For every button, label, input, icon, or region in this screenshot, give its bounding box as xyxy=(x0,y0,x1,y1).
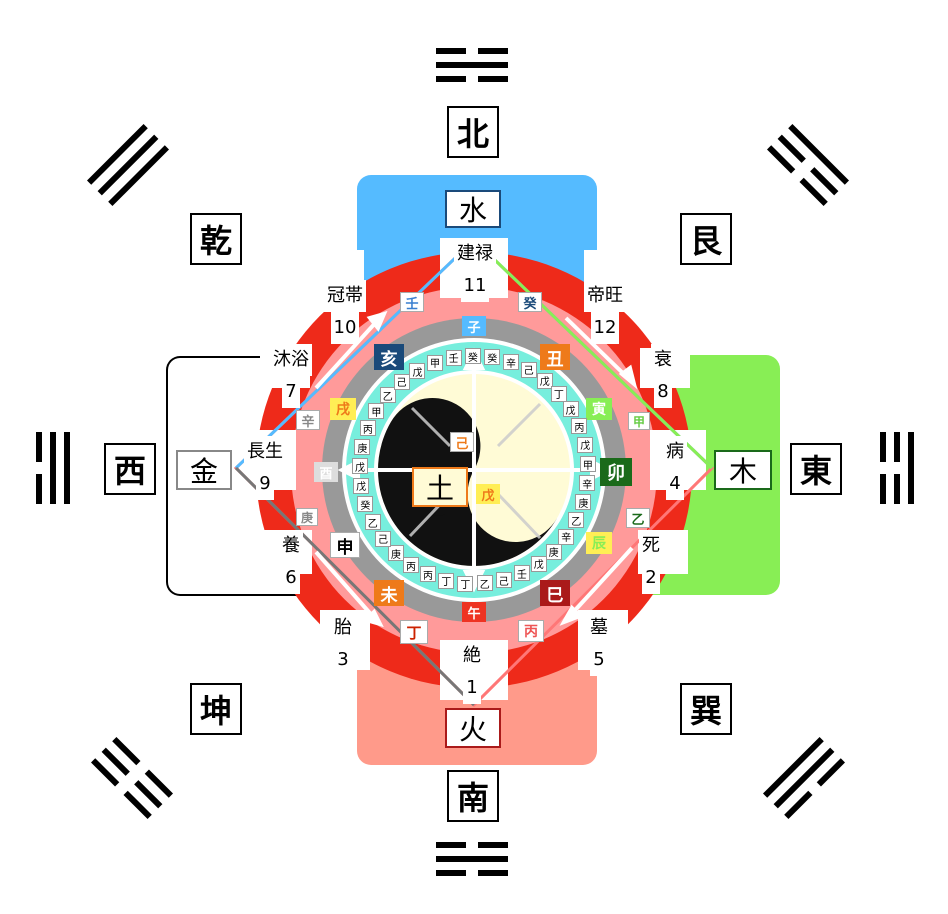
trigram-south-icon xyxy=(436,842,508,876)
inner-stem-chip: 甲 xyxy=(427,354,443,371)
inner-stem-chip: 戊 xyxy=(409,363,426,379)
inner-stem-chip: 乙 xyxy=(568,512,585,529)
inner-stem-chip: 己 xyxy=(393,373,410,390)
inner-stem-chip: 乙 xyxy=(379,387,396,404)
ring-chip: 酉 xyxy=(314,462,338,482)
ring-chip: 丁 xyxy=(400,620,428,644)
ring-chip: 戊 xyxy=(476,484,500,504)
inner-stem-chip: 戊 xyxy=(562,401,579,418)
inner-stem-chip: 辛 xyxy=(558,528,575,545)
inner-stem-chip: 戊 xyxy=(352,458,369,475)
direction-south: 南 xyxy=(447,770,499,822)
element-water: 水 xyxy=(445,190,501,228)
element-earth: 土 xyxy=(412,467,468,507)
ring-chip: 丑 xyxy=(540,344,570,370)
inner-stem-chip: 戊 xyxy=(577,436,594,453)
element-fire: 火 xyxy=(445,708,501,748)
inner-stem-chip: 丁 xyxy=(457,575,474,592)
ring-chip: 乙 xyxy=(626,508,650,528)
inner-stem-chip: 丙 xyxy=(571,418,588,435)
inner-stem-chip: 乙 xyxy=(364,514,381,531)
ring-chip: 申 xyxy=(330,532,360,558)
inner-stem-chip: 戊 xyxy=(353,477,370,494)
inner-stem-chip: 乙 xyxy=(476,575,493,592)
inner-stem-chip: 丁 xyxy=(550,385,567,402)
inner-stem-chip: 丙 xyxy=(420,566,437,583)
direction-east: 東 xyxy=(790,443,842,495)
ring-chip: 丙 xyxy=(518,620,544,642)
direction-northwest: 乾 xyxy=(190,213,242,265)
direction-northeast: 艮 xyxy=(680,213,732,265)
ring-chip: 甲 xyxy=(628,412,650,430)
inner-stem-chip: 戊 xyxy=(530,555,547,572)
direction-southwest: 坤 xyxy=(190,683,242,735)
ring-chip: 未 xyxy=(374,580,404,606)
ring-chip: 壬 xyxy=(400,292,424,312)
ring-chip: 子 xyxy=(462,316,486,336)
inner-stem-chip: 癸 xyxy=(357,496,374,513)
inner-stem-chip: 戊 xyxy=(536,372,553,389)
direction-west: 西 xyxy=(104,443,156,495)
inner-stem-chip: 癸 xyxy=(464,348,481,364)
direction-southeast: 巽 xyxy=(680,683,732,735)
ring-chip: 辛 xyxy=(296,410,320,430)
trigram-east-icon xyxy=(880,432,914,504)
inner-stem-chip: 己 xyxy=(520,361,537,378)
inner-stem-chip: 辛 xyxy=(502,354,519,371)
inner-stem-chip: 癸 xyxy=(484,349,501,366)
inner-stem-chip: 壬 xyxy=(513,565,530,582)
inner-stem-chip: 甲 xyxy=(579,456,596,473)
inner-stem-chip: 辛 xyxy=(579,475,596,492)
inner-stem-chip: 庚 xyxy=(354,439,371,456)
inner-stem-chip: 庚 xyxy=(545,543,562,560)
inner-stem-chip: 壬 xyxy=(445,349,462,366)
inner-stem-chip: 甲 xyxy=(368,403,385,420)
inner-stem-chip: 己 xyxy=(495,572,512,589)
trigram-west-icon xyxy=(36,432,70,504)
ring-chip: 癸 xyxy=(518,292,542,312)
metal-bracket xyxy=(166,356,316,596)
inner-stem-chip: 庚 xyxy=(575,494,592,511)
ring-chip: 午 xyxy=(462,602,486,622)
ring-chip: 辰 xyxy=(586,532,612,554)
trigram-north-icon xyxy=(436,48,508,82)
ring-chip: 卯 xyxy=(600,458,632,486)
inner-stem-chip: 丙 xyxy=(359,420,376,437)
ring-chip: 巳 xyxy=(540,580,570,606)
inner-stem-chip: 丙 xyxy=(403,557,420,574)
ring-chip: 亥 xyxy=(374,344,404,370)
inner-stem-chip: 庚 xyxy=(387,545,404,562)
ring-chip: 庚 xyxy=(296,508,318,526)
ring-chip: 己 xyxy=(450,432,474,452)
element-wood: 木 xyxy=(714,450,772,490)
direction-north: 北 xyxy=(447,106,499,158)
element-metal: 金 xyxy=(176,450,232,490)
triad-lines xyxy=(233,238,715,708)
inner-stem-chip: 己 xyxy=(374,530,391,547)
inner-stem-chip: 丁 xyxy=(438,572,455,589)
ring-chip: 寅 xyxy=(586,398,612,420)
ring-chip: 戌 xyxy=(330,398,356,420)
